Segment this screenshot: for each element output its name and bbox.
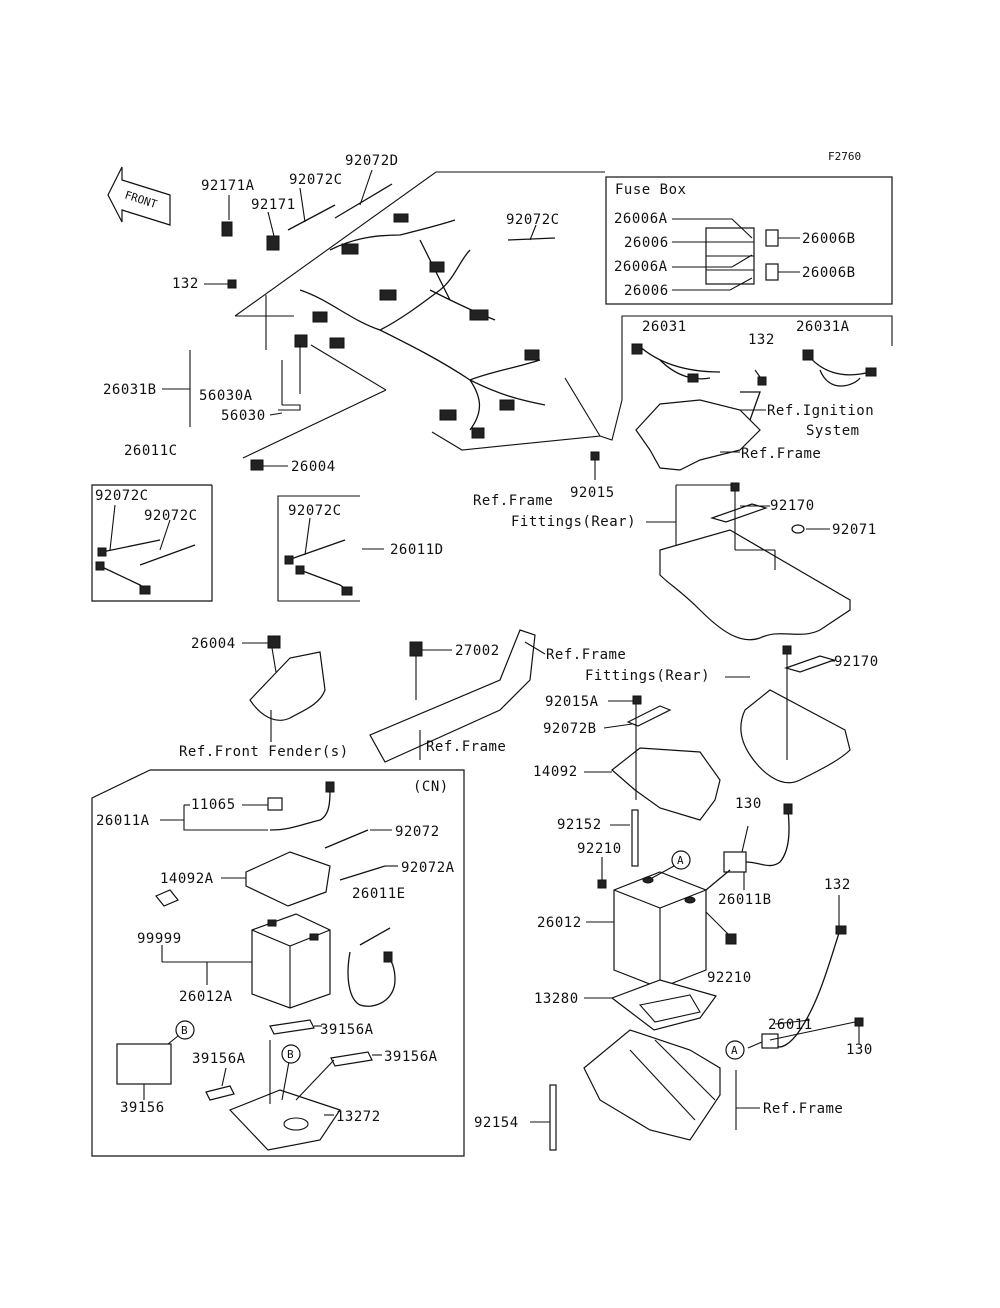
label-ref-ignition-1: Ref.Ignition <box>767 403 874 419</box>
label-92072C-box2: 92072C <box>288 503 342 519</box>
label-ref-frame-fittings-1a: Ref.Frame <box>473 493 553 509</box>
label-92210-b: 92210 <box>707 970 752 986</box>
label-56030A: 56030A <box>199 388 253 404</box>
label-132-mid: 132 <box>748 332 775 348</box>
fuse-label-6: 26006B <box>802 265 856 281</box>
tie-box-2 <box>277 495 384 602</box>
label-26031B: 26031B <box>103 382 157 398</box>
label-13272: 13272 <box>336 1109 381 1125</box>
label-26011A: 26011A <box>96 813 150 829</box>
rear-fittings-panel-2 <box>725 645 851 784</box>
label-26011B: 26011B <box>718 892 772 908</box>
label-39156A-c: 39156A <box>192 1051 246 1067</box>
label-132-top: 132 <box>172 276 199 292</box>
label-56030: 56030 <box>221 408 266 424</box>
label-14092: 14092 <box>533 764 578 780</box>
cn-box-label: (CN) <box>413 779 449 795</box>
fuse-box-panel: Fuse Box <box>605 176 893 305</box>
label-92072A: 92072A <box>401 860 455 876</box>
label-92154: 92154 <box>474 1115 519 1131</box>
label-27002: 27002 <box>455 643 500 659</box>
label-26031: 26031 <box>642 319 687 335</box>
rear-fittings-panel-1 <box>646 482 851 641</box>
label-92015: 92015 <box>570 485 615 501</box>
front-fender-group <box>242 629 546 763</box>
label-92072B: 92072B <box>543 721 597 737</box>
label-92072C-top: 92072C <box>289 172 343 188</box>
label-92170-a: 92170 <box>770 498 815 514</box>
label-92072C-box1b: 92072C <box>144 508 198 524</box>
svg-text:B: B <box>181 1024 188 1037</box>
main-harness-group <box>162 169 605 471</box>
fuse-box-title: Fuse Box <box>615 182 686 198</box>
fuse-label-4: 26006 <box>624 283 669 299</box>
marker-a-lower: A <box>725 1040 745 1060</box>
label-26004-top: 26004 <box>291 459 336 475</box>
label-130-a: 130 <box>735 796 762 812</box>
label-13280: 13280 <box>534 991 579 1007</box>
fuse-label-5: 26006B <box>802 231 856 247</box>
fuse-label-1: 26006A <box>614 211 668 227</box>
ignition-area-group <box>590 315 893 480</box>
label-26011E: 26011E <box>352 886 406 902</box>
figure-code: F2760 <box>828 150 861 163</box>
svg-text:A: A <box>677 854 684 867</box>
front-arrow-icon: FRONT <box>107 166 171 226</box>
tie-box-1 <box>91 484 213 602</box>
label-ref-frame-1: Ref.Frame <box>741 446 821 462</box>
label-ref-frame-2: Ref.Frame <box>426 739 506 755</box>
label-ref-frame-fittings-1b: Fittings(Rear) <box>511 514 636 530</box>
label-11065: 11065 <box>191 797 236 813</box>
label-92210-a: 92210 <box>577 841 622 857</box>
label-ref-frame-fittings-2a: Ref.Frame <box>546 647 626 663</box>
label-39156A-a: 39156A <box>320 1022 374 1038</box>
label-26011C: 26011C <box>124 443 178 459</box>
marker-b-1: B <box>167 1020 195 1045</box>
label-132-low: 132 <box>824 877 851 893</box>
label-26011: 26011 <box>768 1017 813 1033</box>
label-26012A: 26012A <box>179 989 233 1005</box>
label-99999: 99999 <box>137 931 182 947</box>
label-92171A: 92171A <box>201 178 255 194</box>
cn-variant-box: (CN) <box>91 769 465 1157</box>
label-92072C-box1a: 92072C <box>95 488 149 504</box>
label-92071: 92071 <box>832 522 877 538</box>
label-92170-b: 92170 <box>834 654 879 670</box>
battery-stack-group <box>530 695 864 1151</box>
label-92171: 92171 <box>251 197 296 213</box>
label-92152: 92152 <box>557 817 602 833</box>
label-92072C-right: 92072C <box>506 212 560 228</box>
label-92015A: 92015A <box>545 694 599 710</box>
label-ref-ignition-2: System <box>806 423 860 439</box>
label-ref-frame-fittings-2b: Fittings(Rear) <box>585 668 710 684</box>
label-14092A: 14092A <box>160 871 214 887</box>
label-26011D: 26011D <box>390 542 444 558</box>
label-39156A-b: 39156A <box>384 1049 438 1065</box>
fuse-label-2: 26006 <box>624 235 669 251</box>
marker-b-2: B <box>281 1044 301 1064</box>
label-ref-frame-3: Ref.Frame <box>763 1101 843 1117</box>
label-26031A: 26031A <box>796 319 850 335</box>
label-26012: 26012 <box>537 915 582 931</box>
marker-a-upper: A <box>651 850 691 879</box>
fuse-label-3: 26006A <box>614 259 668 275</box>
label-26004-mid: 26004 <box>191 636 236 652</box>
label-92072: 92072 <box>395 824 440 840</box>
label-92072D: 92072D <box>345 153 399 169</box>
label-130-b: 130 <box>846 1042 873 1058</box>
label-39156: 39156 <box>120 1100 165 1116</box>
svg-text:B: B <box>287 1048 294 1061</box>
label-ref-front-fender: Ref.Front Fender(s) <box>179 744 349 760</box>
svg-text:A: A <box>731 1044 738 1057</box>
